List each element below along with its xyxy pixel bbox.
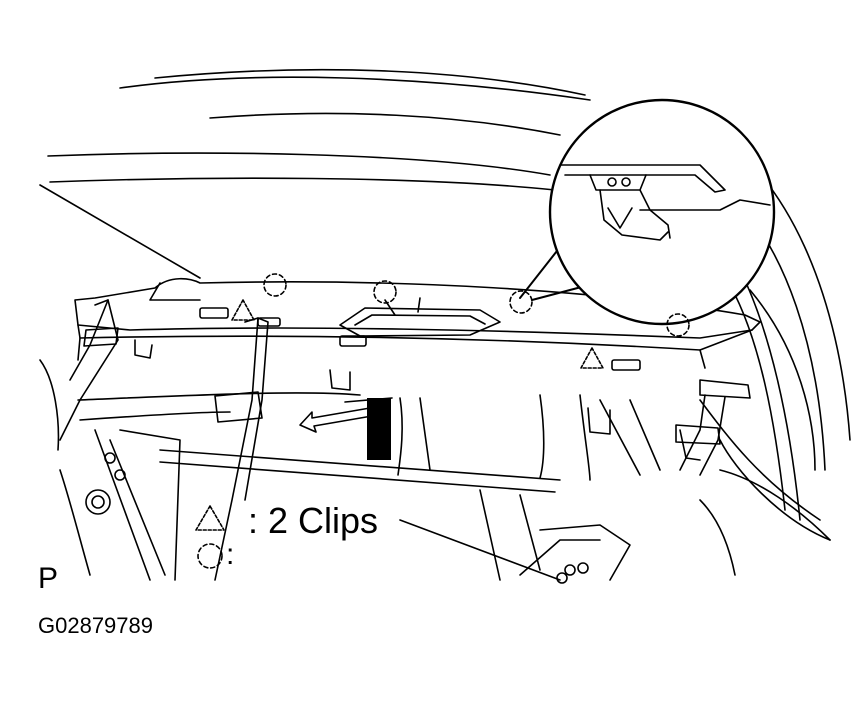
clip-detail-callout <box>519 98 776 326</box>
dashed-circle-markers <box>263 273 690 337</box>
dashed-circle-clip-icon <box>666 313 690 337</box>
removal-arrow-icon <box>299 397 393 460</box>
legend-circle-text: : <box>226 538 235 571</box>
seat-structure <box>39 359 831 584</box>
figure-id-label: G02879789 <box>38 613 153 638</box>
triangle-clip-icon <box>580 347 604 369</box>
dashed-circle-clip-icon <box>509 290 533 314</box>
tray-brackets <box>134 339 701 461</box>
dashed-circle-clip-icon <box>263 273 287 297</box>
triangle-markers <box>231 299 604 369</box>
view-code-label: P <box>38 562 59 595</box>
dashed-circle-clip-icon <box>373 280 397 304</box>
rear-pillar <box>699 269 831 541</box>
triangle-clip-icon <box>195 505 225 531</box>
dashed-circle-clip-icon <box>197 543 223 569</box>
legend-symbols <box>195 505 225 569</box>
legend-triangle-text: : 2 Clips <box>248 500 379 541</box>
triangle-clip-icon <box>231 299 255 321</box>
